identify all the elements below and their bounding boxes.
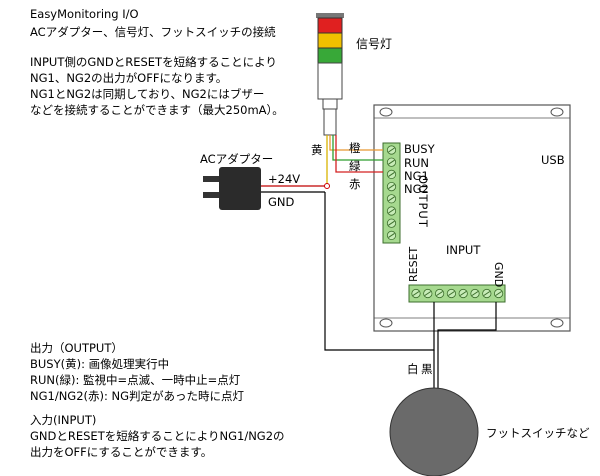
adapter-body bbox=[219, 167, 261, 210]
orange-wire-label: 橙 bbox=[349, 141, 361, 155]
green-wire bbox=[332, 135, 383, 161]
diagram-title: EasyMonitoring I/O bbox=[30, 7, 139, 21]
pin-label-busy: BUSY bbox=[404, 142, 435, 156]
terminal-screw-slot bbox=[388, 147, 395, 153]
note-line-1: INPUT側のGNDとRESETを短絡することにより bbox=[30, 55, 277, 69]
plus24v-label: +24V bbox=[268, 172, 301, 186]
mount-hole-icon bbox=[379, 107, 393, 117]
mount-hole-icon bbox=[550, 107, 564, 117]
input-gnd-label: GND bbox=[492, 262, 505, 288]
note-line-4: などを接続することができます（最大250mA）。 bbox=[30, 103, 284, 117]
pin-label-ng2: NG2 bbox=[404, 182, 429, 196]
red-wire bbox=[335, 135, 383, 173]
lamp-base bbox=[323, 108, 337, 136]
diagram-subtitle: ACアダプター、信号灯、フットスイッチの接続 bbox=[30, 25, 276, 39]
legend-input-line-1: GNDとRESETを短絡することによりNG1/NG2の bbox=[30, 429, 285, 443]
terminal-screw-slot bbox=[483, 291, 491, 296]
mount-hole-icon bbox=[379, 318, 393, 328]
junction-dot bbox=[324, 183, 330, 189]
output-terminal-block bbox=[382, 142, 401, 244]
red-lamp bbox=[317, 17, 343, 34]
note-line-3: NG1とNG2は同期しており、NG2にはブザー bbox=[30, 87, 265, 101]
foot-switch-label: フットスイッチなど bbox=[486, 426, 590, 440]
pin-label-run: RUN bbox=[404, 156, 430, 170]
terminal-screw-slot bbox=[495, 291, 502, 296]
adapter-label: ACアダプター bbox=[200, 152, 274, 166]
lamp-body bbox=[317, 62, 343, 100]
gnd-label: GND bbox=[268, 195, 295, 209]
terminal-screw-slot bbox=[448, 291, 455, 296]
legend-output-line-3: NG1/NG2(赤): NG判定があった時に点灯 bbox=[30, 389, 245, 403]
tower-light-label: 信号灯 bbox=[356, 37, 393, 51]
terminal-screw-slot bbox=[436, 291, 443, 296]
legend-input-line-2: 出力をOFFにすることができます。 bbox=[30, 445, 213, 459]
legend-output-line-2: RUN(緑): 監視中=点滅、一時中止=点灯 bbox=[30, 373, 241, 387]
usb-label: USB bbox=[541, 153, 565, 167]
terminal-screw-slot bbox=[388, 232, 395, 238]
signal-wires bbox=[324, 135, 497, 398]
yellow-lamp bbox=[317, 32, 343, 49]
orange-wire bbox=[329, 135, 383, 151]
black-wire-label: 黒 bbox=[421, 362, 433, 376]
reset-label: RESET bbox=[407, 246, 420, 282]
terminal-screw-slot bbox=[412, 291, 420, 296]
foot-switch-wire-black bbox=[437, 302, 497, 398]
green-lamp bbox=[317, 47, 343, 64]
red-wire-label: 赤 bbox=[349, 177, 361, 191]
note-line-2: NG1、NG2の出力がOFFになります。 bbox=[30, 71, 228, 85]
terminal-screw-slot bbox=[388, 208, 395, 214]
plug-prong bbox=[203, 192, 219, 198]
terminal-screw-slot bbox=[388, 159, 395, 165]
yellow-wire-label: 黄 bbox=[311, 143, 323, 157]
foot-switch bbox=[389, 387, 479, 476]
gnd-wire bbox=[324, 192, 435, 351]
legend-output-title: 出力（OUTPUT） bbox=[30, 341, 123, 355]
input-title: INPUT bbox=[446, 243, 481, 257]
terminal-screw-slot bbox=[388, 196, 395, 202]
legend-input-title: 入力(INPUT) bbox=[30, 413, 97, 427]
pin-label-ng1: NG1 bbox=[404, 169, 429, 183]
mount-hole-icon bbox=[550, 318, 564, 328]
terminal-screw-slot bbox=[388, 184, 395, 190]
input-terminal-block bbox=[408, 284, 506, 303]
tower-light bbox=[316, 13, 344, 136]
legend-output-line-1: BUSY(黄): 画像処理実行中 bbox=[30, 357, 170, 371]
green-wire-label: 緑 bbox=[349, 159, 361, 173]
output-title: OUTPUT bbox=[416, 175, 430, 228]
terminal-screw-slot bbox=[424, 291, 432, 296]
ac-adapter bbox=[203, 167, 325, 210]
terminal-screw-slot bbox=[471, 291, 479, 296]
terminal-screw-slot bbox=[388, 171, 395, 177]
white-wire-label: 白 bbox=[407, 362, 419, 376]
plug-prong bbox=[203, 176, 219, 182]
terminal-screw-slot bbox=[388, 220, 395, 226]
terminal-screw-slot bbox=[459, 291, 467, 296]
